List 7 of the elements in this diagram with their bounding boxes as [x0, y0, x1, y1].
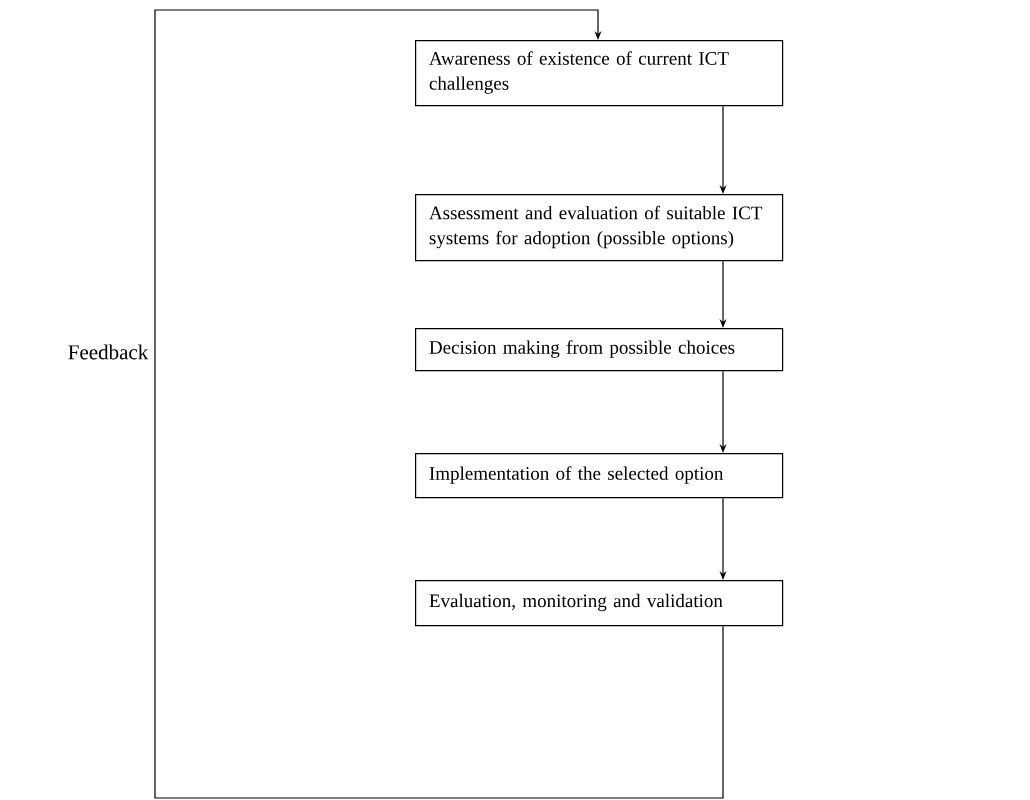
process-box: Decision making from possible choices [415, 328, 784, 372]
edge-label: Feedback [68, 344, 149, 360]
process-box: Implementation of the selected option [415, 453, 784, 499]
process-box: Awareness of existence of current ICT challenges [415, 40, 784, 107]
process-box: Evaluation, monitoring and validation [415, 580, 784, 627]
process-box: Assessment and evaluation of suitable ICT systems for adoption (possible options) [415, 194, 784, 262]
arrow [154, 9, 724, 799]
